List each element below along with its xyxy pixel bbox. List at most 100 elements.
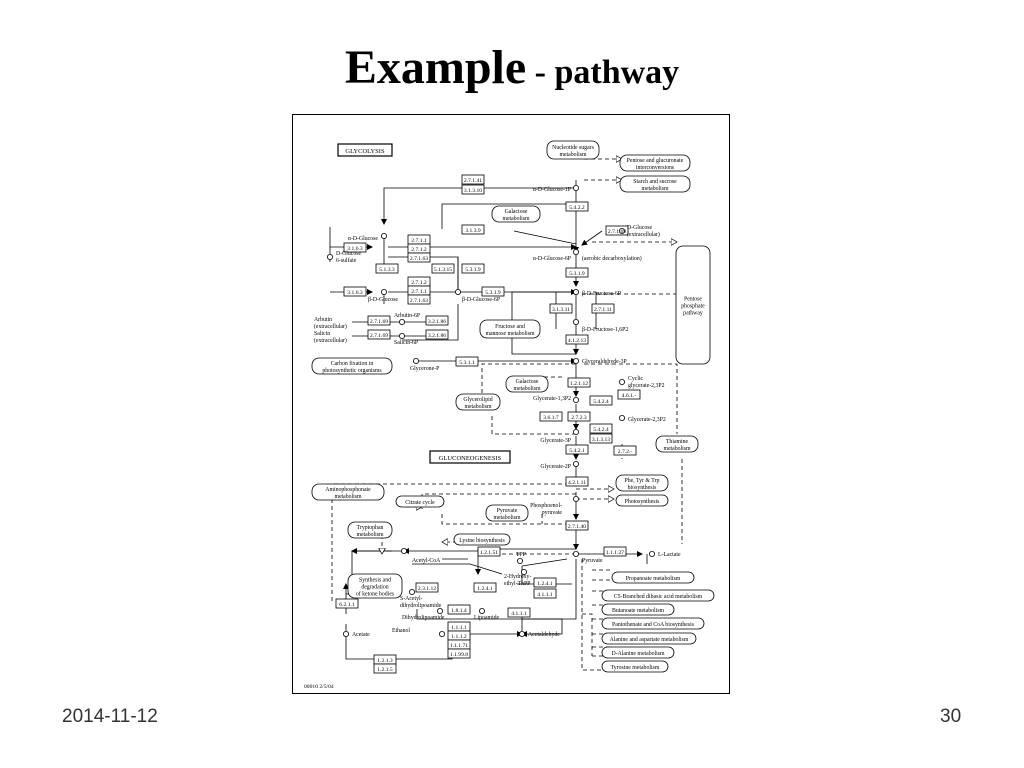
enzyme-box-e3617[interactable] bbox=[539, 411, 563, 422]
enzyme-box-e3163a[interactable] bbox=[343, 242, 367, 253]
enzyme-box-e3163b[interactable] bbox=[343, 286, 367, 297]
compound-node-sacetyl[interactable] bbox=[409, 588, 416, 595]
compound-node-hydroxy[interactable] bbox=[520, 568, 527, 575]
pathway-map-fructose[interactable] bbox=[479, 319, 541, 339]
compound-node-cyclic[interactable] bbox=[618, 378, 625, 385]
enzyme-box-e12141b[interactable] bbox=[473, 582, 497, 593]
compound-node-g3p[interactable] bbox=[572, 357, 579, 364]
enzyme-box-e3139[interactable] bbox=[461, 224, 485, 235]
enzyme-box-e11127[interactable] bbox=[603, 546, 627, 557]
pathway-map-butanoate[interactable] bbox=[601, 603, 675, 616]
enzyme-box-e5319c[interactable] bbox=[481, 286, 505, 297]
enzyme-box-e12141a[interactable] bbox=[533, 577, 557, 588]
enzyme-box-e31313[interactable] bbox=[589, 433, 613, 444]
enzyme-box-e31311[interactable] bbox=[549, 303, 573, 314]
enzyme-box-e32186a[interactable] bbox=[425, 315, 449, 326]
compound-node-acetate[interactable] bbox=[343, 631, 350, 638]
enzyme-box-e41411[interactable] bbox=[533, 588, 557, 599]
compound-node-g3pa[interactable] bbox=[572, 428, 579, 435]
enzyme-box-e5133[interactable] bbox=[375, 263, 399, 274]
pathway-map-dalanine[interactable] bbox=[601, 646, 675, 659]
enzyme-box-e27169c[interactable] bbox=[367, 329, 391, 340]
pathway-map-propanoate[interactable] bbox=[611, 571, 695, 584]
enzyme-box-e1814[interactable] bbox=[447, 604, 471, 615]
compound-node-pyruvate[interactable] bbox=[572, 550, 579, 557]
enzyme-box-e27169a[interactable] bbox=[605, 225, 629, 236]
pathway-map-pantothenate[interactable] bbox=[601, 617, 705, 630]
enzyme-box-e51212[interactable] bbox=[567, 377, 591, 388]
enzyme-box-e27111[interactable] bbox=[591, 303, 615, 314]
compound-node-g13p[interactable] bbox=[572, 396, 579, 403]
pathway-map-ketone[interactable] bbox=[347, 573, 403, 599]
enzyme-box-e31310[interactable] bbox=[461, 184, 485, 195]
enzyme-box-e41213[interactable] bbox=[565, 334, 589, 345]
compound-node-bglc[interactable] bbox=[381, 288, 388, 295]
pathway-map-aminophos[interactable] bbox=[311, 483, 385, 501]
pathway-map-c5[interactable] bbox=[601, 589, 715, 602]
enzyme-box-e27163b[interactable] bbox=[407, 294, 431, 305]
enzyme-box-e11998[interactable] bbox=[447, 648, 471, 659]
enzyme-box-e5424b[interactable] bbox=[589, 423, 613, 434]
enzyme-box-e4111[interactable] bbox=[507, 607, 531, 618]
enzyme-box-e27163a[interactable] bbox=[407, 252, 431, 263]
pathway-map-photosynthesis[interactable] bbox=[615, 494, 669, 507]
compound-node-dihydro[interactable] bbox=[436, 607, 443, 614]
enzyme-box-e5311[interactable] bbox=[455, 356, 479, 367]
pathway-map-thiamine[interactable] bbox=[655, 435, 699, 453]
compound-node-dglc6s[interactable] bbox=[327, 253, 334, 260]
compound-node-bglc6p[interactable] bbox=[454, 288, 461, 295]
compound-node-pep[interactable] bbox=[572, 495, 579, 502]
compound-node-aglc6p[interactable] bbox=[572, 248, 579, 255]
compound-node-acetylcoa[interactable] bbox=[401, 547, 408, 554]
compound-node-bfru16p[interactable] bbox=[572, 318, 579, 325]
pathway-map-starch[interactable] bbox=[619, 175, 691, 193]
enzyme-box-e6211[interactable] bbox=[335, 598, 359, 609]
enzyme-box-e272[interactable] bbox=[613, 445, 637, 456]
pathway-map-pentose_phos[interactable] bbox=[675, 245, 711, 365]
compound-node-ethanol[interactable] bbox=[438, 631, 445, 638]
compound-node-dglc-ext[interactable] bbox=[618, 228, 625, 235]
compound-node-llactate[interactable] bbox=[648, 550, 655, 557]
compound-node-bfru6p[interactable] bbox=[572, 288, 579, 295]
compound-node-tpp[interactable] bbox=[516, 557, 523, 564]
enzyme-box-e42111[interactable] bbox=[565, 476, 589, 487]
enzyme-box-e51315[interactable] bbox=[431, 263, 455, 274]
enzyme-box-e1215[interactable] bbox=[373, 663, 397, 674]
compound-node-g23p[interactable] bbox=[618, 414, 625, 421]
pathway-map-pyruvate_met[interactable] bbox=[485, 504, 529, 522]
compound-node-arbutin6p[interactable] bbox=[399, 318, 406, 325]
compound-node-glycerone[interactable] bbox=[413, 357, 420, 364]
pathway-map-alanine[interactable] bbox=[601, 632, 697, 645]
enzyme-box-e23112[interactable] bbox=[415, 582, 439, 593]
compound-node-aglc[interactable] bbox=[381, 233, 388, 240]
enzyme-box-e5319a[interactable] bbox=[461, 263, 485, 274]
pathway-map-lysine[interactable] bbox=[453, 533, 511, 546]
compound-node-acetaldehyde[interactable] bbox=[518, 631, 525, 638]
enzyme-box-e32186b[interactable] bbox=[425, 329, 449, 340]
pathway-map-glycerolipid[interactable] bbox=[455, 393, 501, 411]
enzyme-box-e2723[interactable] bbox=[567, 411, 591, 422]
enzyme-box-e5421[interactable] bbox=[565, 444, 589, 455]
pathway-map-galactose2[interactable] bbox=[505, 375, 549, 393]
pathway-map-phe_tyr[interactable] bbox=[615, 474, 669, 492]
pathway-map-citrate[interactable] bbox=[395, 495, 445, 508]
enzyme-box-e12151[interactable] bbox=[477, 546, 501, 557]
compound-node-lipoamide[interactable] bbox=[478, 607, 485, 614]
slide-title: Example - pathway bbox=[0, 40, 1024, 95]
pathway-map-tyrosine[interactable] bbox=[601, 660, 669, 673]
enzyme-box-e27140[interactable] bbox=[565, 520, 589, 531]
compound-node-aglc1p[interactable] bbox=[572, 185, 579, 192]
enzyme-box-e5422a[interactable] bbox=[565, 201, 589, 212]
enzyme-box-e5319b[interactable] bbox=[565, 267, 589, 278]
pathway-map-galactose1[interactable] bbox=[491, 205, 541, 223]
enzyme-box-e461[interactable] bbox=[617, 389, 641, 400]
enzyme-box-e5424a[interactable] bbox=[589, 395, 613, 406]
pathway-map-tryptophan[interactable] bbox=[347, 521, 393, 539]
compound-node-salicin6p[interactable] bbox=[399, 332, 406, 339]
pathway-map-pentose_gluc[interactable] bbox=[619, 154, 691, 172]
pathway-map-carbon_fix[interactable] bbox=[311, 357, 393, 375]
enzyme-box-e27141[interactable] bbox=[461, 174, 485, 185]
compound-node-g2p[interactable] bbox=[572, 460, 579, 467]
enzyme-box-e27169b[interactable] bbox=[367, 315, 391, 326]
pathway-map-nucleotide[interactable] bbox=[546, 140, 600, 160]
